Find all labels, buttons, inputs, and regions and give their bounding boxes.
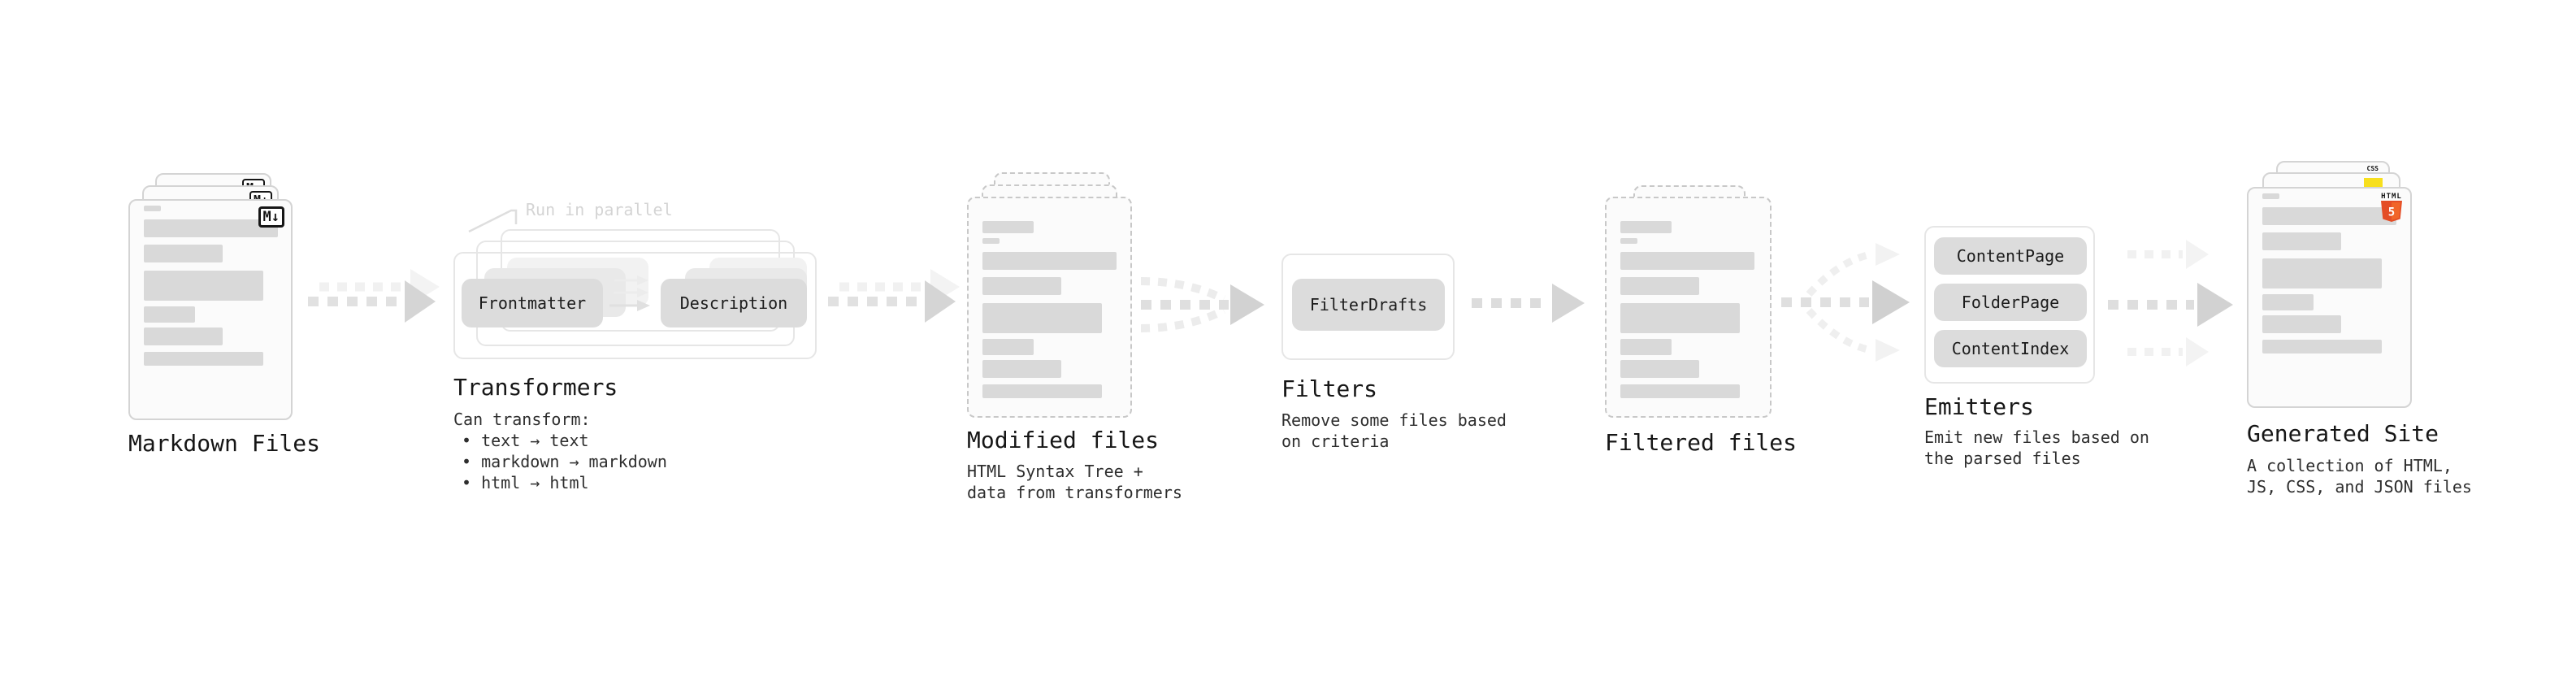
emitters-description-line: the parsed files: [1924, 449, 2081, 468]
generated-site-description-line: A collection of HTML,: [2247, 456, 2452, 475]
generated-site-title: Generated Site: [2247, 420, 2439, 447]
filters-description: Remove some files based on criteria: [1281, 410, 1507, 452]
emitters-title: Emitters: [1924, 393, 2034, 420]
transformers-bullet: • html → html: [462, 473, 589, 492]
emitters-container: [1924, 226, 2095, 384]
transformers-body-heading: Can transform:: [453, 410, 591, 429]
html5-shield: 5: [2381, 201, 2402, 222]
modified-document-front: [967, 197, 1132, 418]
html5-icon: HTML 5: [2380, 193, 2403, 226]
emitters-description: Emit new files based on the parsed files: [1924, 427, 2149, 469]
html5-number: 5: [2388, 206, 2395, 219]
arrow-transformers-to-modified: [828, 269, 960, 323]
js-icon: [2364, 178, 2383, 188]
filters-container: [1281, 254, 1455, 360]
arrow-filtered-to-emitters: [1781, 243, 1910, 362]
filters-description-line: Remove some files based: [1281, 410, 1507, 430]
html5-icon-word: HTML: [2381, 193, 2402, 201]
modified-files-title: Modified files: [967, 427, 1160, 453]
arrow-markdown-to-transformers: [308, 269, 440, 323]
filtered-files-title: Filtered files: [1605, 429, 1798, 456]
folderpage-box: FolderPage: [1934, 284, 2087, 321]
modified-files-description-line: data from transformers: [967, 483, 1182, 502]
generated-site-description: A collection of HTML, JS, CSS, and JSON …: [2247, 455, 2472, 497]
markdown-files-title: Markdown Files: [128, 430, 321, 457]
contentindex-box: ContentIndex: [1934, 330, 2087, 367]
frontmatter-box: Frontmatter: [462, 279, 603, 327]
arrow-filters-to-filtered: [1472, 284, 1585, 323]
filtered-document-front: [1605, 197, 1772, 418]
arrow-modified-to-filters: [1140, 277, 1264, 332]
site-document-html: HTML 5: [2247, 187, 2412, 408]
description-box: Description: [661, 279, 807, 327]
markdown-document-front: M↓: [128, 199, 293, 420]
arrows-emitters-to-site: [2108, 240, 2233, 367]
transformer-container-front: [453, 252, 817, 359]
modified-files-description: HTML Syntax Tree + data from transformer…: [967, 461, 1182, 503]
generated-site-description-line: JS, CSS, and JSON files: [2247, 477, 2472, 497]
transformers-description: Can transform: • text → text • markdown …: [453, 409, 667, 493]
emitters-description-line: Emit new files based on: [1924, 427, 2149, 447]
run-in-parallel-label: Run in parallel: [526, 200, 673, 219]
modified-files-description-line: HTML Syntax Tree +: [967, 462, 1143, 481]
filters-description-line: on criteria: [1281, 432, 1390, 451]
filters-title: Filters: [1281, 375, 1378, 402]
filterdrafts-box: FilterDrafts: [1292, 279, 1445, 331]
markdown-icon: M↓: [258, 206, 284, 228]
contentpage-box: ContentPage: [1934, 237, 2087, 275]
transformers-bullet: • markdown → markdown: [462, 452, 667, 471]
transformers-title: Transformers: [453, 374, 618, 401]
transformers-bullet: • text → text: [462, 431, 589, 450]
